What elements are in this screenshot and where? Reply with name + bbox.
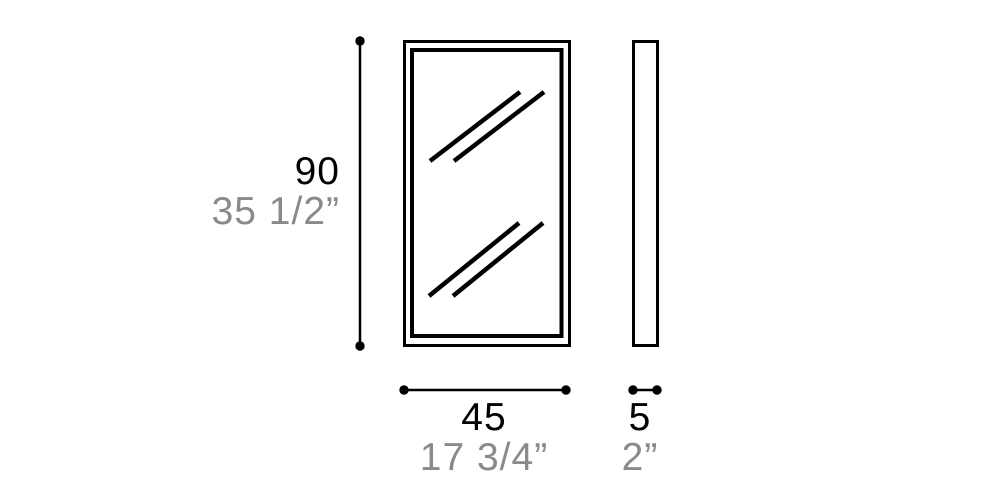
height-dimension-label: 90 35 1/2” [212, 152, 340, 232]
mirror-front-inner-frame [410, 48, 564, 338]
depth-dimension-label: 5 2” [540, 398, 740, 478]
glass-reflection-line-upper-1 [428, 90, 522, 163]
mirror-front-outer-frame [403, 40, 571, 347]
glass-reflection-line-lower-1 [427, 221, 521, 298]
mirror-side-view-outline [632, 40, 659, 347]
depth-value-cm: 5 [628, 396, 652, 439]
depth-value-inches: 2” [621, 436, 659, 479]
depth-dimension-right-dot [652, 385, 662, 395]
width-dimension-label: 45 17 3/4” [334, 398, 634, 478]
depth-dimension-left-dot [628, 385, 638, 395]
glass-reflection-line-upper-2 [452, 90, 546, 163]
height-dimension-bottom-dot [355, 341, 365, 351]
width-dimension-left-dot [399, 385, 409, 395]
height-value-cm: 90 [294, 150, 340, 193]
width-value-inches: 17 3/4” [419, 436, 549, 479]
height-dimension-top-dot [355, 36, 365, 46]
glass-reflection-line-lower-2 [451, 221, 545, 298]
height-value-inches: 35 1/2” [211, 190, 340, 233]
width-dimension-right-dot [561, 385, 571, 395]
width-value-cm: 45 [461, 396, 507, 439]
